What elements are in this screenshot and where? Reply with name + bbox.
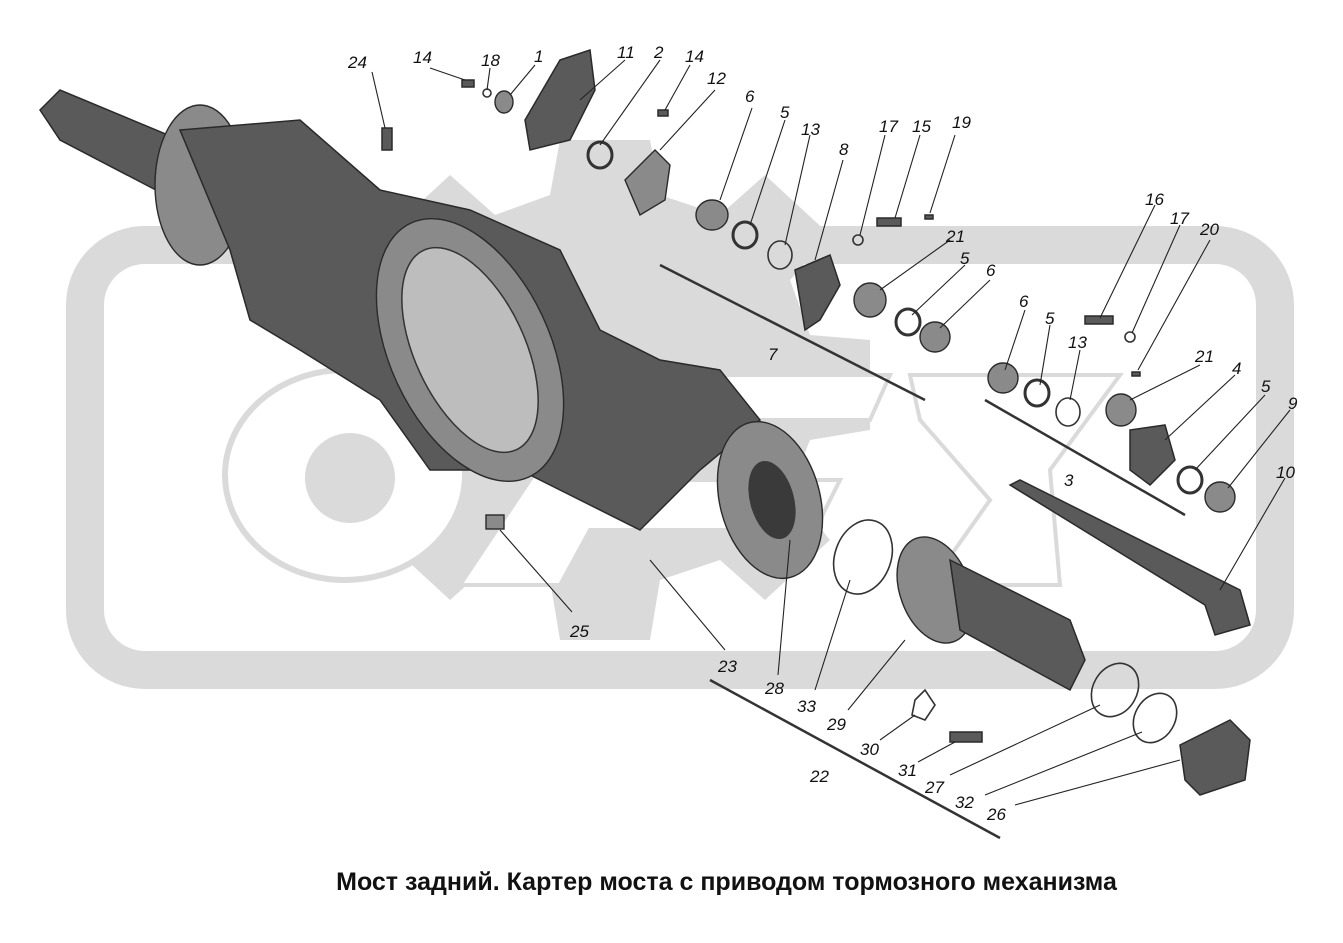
diagram-caption: Мост задний. Картер моста с приводом тор… [336, 868, 1117, 896]
part-11-lever [524, 48, 596, 151]
part-19-pin [924, 214, 934, 220]
callout-19: 19 [952, 113, 971, 132]
exploded-diagram: 24 14 18 1 11 2 14 12 6 5 13 8 17 15 19 … [39, 43, 1298, 840]
callout-7: 7 [768, 345, 778, 364]
part-32-ring [1132, 692, 1178, 744]
part-15-bolt [876, 217, 902, 227]
part-26-bearing [1179, 719, 1251, 796]
callout-20: 20 [1199, 220, 1219, 239]
callout-5-d: 5 [1261, 377, 1271, 396]
callout-9: 9 [1288, 394, 1298, 413]
part-16-bolt [1084, 315, 1114, 325]
callout-24: 24 [347, 53, 367, 72]
callout-6: 6 [745, 87, 755, 106]
part-30-clip [911, 688, 936, 721]
part-21-bushing-a [853, 282, 887, 318]
callout-17: 17 [879, 117, 898, 136]
callout-11: 11 [617, 43, 635, 62]
callout-31: 31 [898, 761, 917, 780]
watermark-frame [66, 226, 1294, 689]
part-33-ring [832, 519, 894, 595]
callout-3: 3 [1064, 471, 1074, 490]
part-17-washer-a [852, 234, 864, 246]
callout-4: 4 [1232, 359, 1241, 378]
part-6-seal-a [695, 199, 729, 231]
callout-30: 30 [860, 740, 879, 759]
callout-18: 18 [481, 51, 500, 70]
part-14-bolt-b [657, 109, 669, 117]
callout-15: 15 [912, 117, 931, 136]
callout-8: 8 [839, 140, 849, 159]
callout-25: 25 [569, 622, 589, 641]
part-5-ring-d [1176, 465, 1204, 495]
part-27-ring [1090, 662, 1140, 718]
callout-6-c: 6 [1019, 292, 1029, 311]
part-7-shaft [659, 263, 926, 402]
callout-labels: 24 14 18 1 11 2 14 12 6 5 13 8 17 15 19 … [347, 43, 1298, 824]
part-6-seal-c [987, 362, 1019, 394]
part-13-ring-b [1055, 397, 1081, 427]
callout-2: 2 [653, 43, 664, 62]
part-1-bushing [494, 90, 514, 114]
part-21-bushing-b [1105, 393, 1137, 427]
part-18-washer [482, 88, 492, 98]
callout-27: 27 [924, 778, 944, 797]
callout-13-b: 13 [1068, 333, 1087, 352]
axle-housing [39, 89, 824, 580]
callout-14: 14 [413, 48, 432, 67]
callout-29: 29 [826, 715, 846, 734]
callout-23: 23 [717, 657, 737, 676]
part-5-ring-b [894, 307, 922, 337]
housing-banjo-opening [401, 246, 539, 454]
part-3-shaft [984, 398, 1186, 517]
callout-28: 28 [764, 679, 784, 698]
part-9-seal [1204, 481, 1236, 513]
callout-6-b: 6 [986, 261, 996, 280]
callout-10: 10 [1276, 463, 1295, 482]
part-24-plug [381, 127, 393, 151]
part-13-ring-a [767, 240, 793, 270]
callout-26: 26 [986, 805, 1006, 824]
callout-12: 12 [707, 69, 726, 88]
callout-21-b: 21 [1194, 347, 1214, 366]
loose-parts [381, 48, 1251, 840]
callout-5-c: 5 [1045, 309, 1055, 328]
housing-right-flange-hole [748, 460, 796, 540]
part-25-bushing [485, 514, 505, 530]
part-10-shaft [1008, 479, 1251, 636]
callout-32: 32 [955, 793, 974, 812]
part-2-ring [586, 140, 614, 170]
callout-22: 22 [809, 767, 829, 786]
callout-33: 33 [797, 697, 816, 716]
callout-14-b: 14 [685, 47, 704, 66]
callout-5-b: 5 [960, 249, 970, 268]
part-8-bracket [794, 253, 841, 332]
part-31-bolt [949, 731, 983, 743]
callout-13: 13 [801, 120, 820, 139]
part-12-bracket [624, 149, 671, 217]
callout-1: 1 [534, 47, 543, 66]
part-29-spindle [949, 558, 1086, 692]
part-22-shaft [709, 678, 1001, 840]
part-17-washer-b [1124, 331, 1136, 343]
part-4-bracket [1129, 424, 1176, 486]
part-14-bolt [461, 79, 475, 88]
part-5-ring-c [1023, 378, 1051, 408]
part-6-seal-b [919, 321, 951, 353]
part-20-pin [1131, 371, 1141, 377]
callout-16: 16 [1145, 190, 1164, 209]
callout-17-b: 17 [1170, 209, 1189, 228]
part-5-ring-a [731, 220, 759, 250]
callout-21: 21 [945, 227, 965, 246]
watermark-letter-o-inner [305, 433, 395, 523]
callout-5: 5 [780, 103, 790, 122]
leader-lines [371, 59, 1291, 806]
